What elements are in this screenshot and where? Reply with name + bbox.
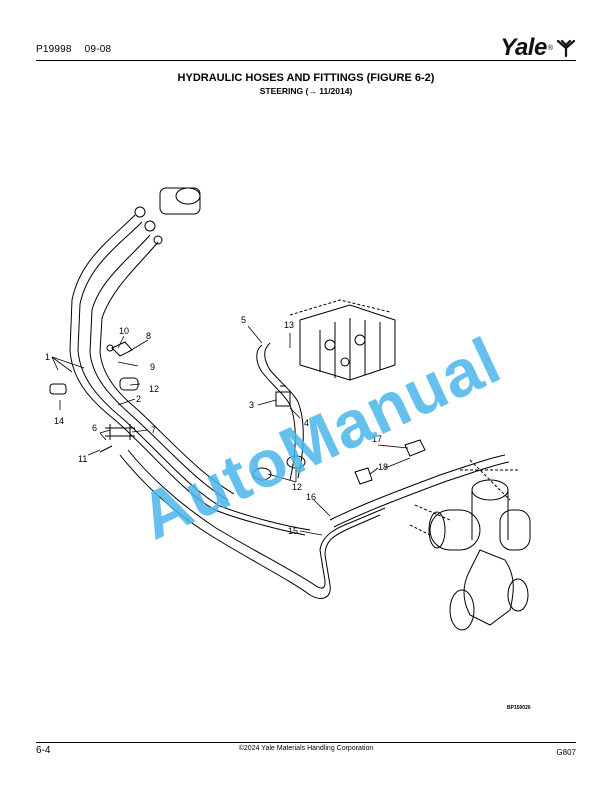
callout-5: 5 bbox=[241, 315, 246, 325]
callout-13: 13 bbox=[284, 320, 294, 330]
hose-bundle-left bbox=[69, 214, 306, 536]
registered-mark-icon: ® bbox=[547, 44, 553, 52]
page-title: HYDRAULIC HOSES AND FITTINGS (FIGURE 6-2… bbox=[177, 72, 435, 84]
hose-15 bbox=[119, 454, 381, 599]
bracket-8 bbox=[111, 341, 133, 357]
yale-logo: Yale ® bbox=[500, 34, 576, 62]
fitting-18 bbox=[354, 467, 373, 485]
hose-16 bbox=[329, 454, 506, 521]
callout-12-upper: 12 bbox=[149, 384, 159, 394]
control-valve-block bbox=[289, 299, 396, 381]
yale-emblem-icon bbox=[556, 39, 576, 57]
page-number: 6-4 bbox=[36, 745, 51, 756]
page-subtitle: STEERING (→ 11/2014) bbox=[259, 86, 353, 96]
callout-1: 1 bbox=[45, 352, 50, 362]
header-rule bbox=[36, 60, 576, 61]
fitting-11 bbox=[99, 445, 113, 453]
callout-8: 8 bbox=[146, 331, 151, 341]
document-header-info: P19998 09-08 bbox=[36, 44, 111, 55]
bolt-10 bbox=[106, 344, 114, 352]
footer-rule bbox=[36, 742, 576, 743]
callout-3: 3 bbox=[249, 400, 254, 410]
callout-7: 7 bbox=[151, 425, 156, 435]
fitting-17 bbox=[404, 439, 426, 457]
brand-name: Yale bbox=[500, 34, 547, 61]
callout-14: 14 bbox=[54, 416, 64, 426]
callout-4: 4 bbox=[304, 418, 309, 428]
o-ring-12-left bbox=[252, 467, 272, 481]
callout-2: 2 bbox=[136, 394, 141, 404]
steering-unit bbox=[134, 187, 201, 245]
fitting-3-4 bbox=[275, 385, 291, 407]
document-date: 09-08 bbox=[84, 44, 112, 55]
clamp-12-upper bbox=[119, 377, 139, 391]
document-number: P19998 bbox=[36, 44, 72, 55]
steer-axle bbox=[409, 459, 531, 631]
clamp-14 bbox=[49, 383, 67, 395]
callout-17: 17 bbox=[372, 434, 382, 444]
model-code: G807 bbox=[556, 748, 576, 757]
callout-9: 9 bbox=[150, 362, 155, 372]
copyright-notice: ©2024 Yale Materials Handling Corporatio… bbox=[238, 745, 374, 752]
callout-12-lower: 12 bbox=[292, 482, 302, 492]
figure-id: BP150026 bbox=[507, 705, 531, 711]
callout-15: 15 bbox=[288, 526, 298, 536]
fittings-6-7 bbox=[105, 424, 135, 440]
callout-18: 18 bbox=[378, 462, 388, 472]
callout-6: 6 bbox=[92, 423, 97, 433]
callout-16: 16 bbox=[306, 492, 316, 502]
callout-11: 11 bbox=[78, 454, 87, 464]
callout-10: 10 bbox=[119, 326, 129, 336]
